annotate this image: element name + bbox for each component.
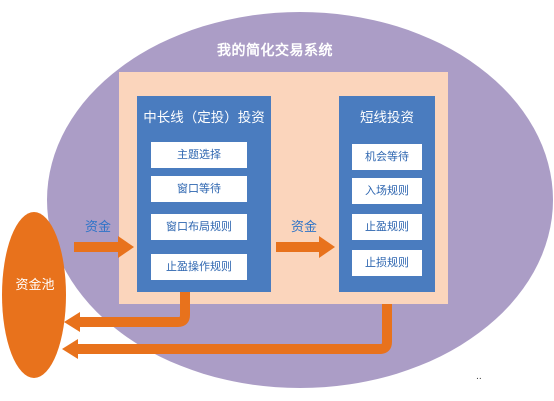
short-term-title: 短线投资 <box>360 110 414 126</box>
system-title: 我的简化交易系统 <box>217 43 333 59</box>
short-term-return-arrow <box>62 304 392 359</box>
capital-inflow-label: 资金 <box>84 220 111 235</box>
capital-pool-label: 资金池 <box>15 278 55 293</box>
capital-transfer-arrow <box>276 236 335 258</box>
long-term-item-topic-selection: 主题选择 <box>151 142 247 168</box>
short-term-item-stop-loss-rules: 止损规则 <box>352 250 422 276</box>
long-term-item-window-wait: 窗口等待 <box>151 176 247 202</box>
long-term-panel: 中长线（定投）投资 主题选择 窗口等待 窗口布局规则 止盈操作规则 <box>137 96 271 292</box>
long-term-item-take-profit-rules: 止盈操作规则 <box>151 254 247 280</box>
long-term-item-window-layout-rules: 窗口布局规则 <box>151 214 247 240</box>
short-term-item-take-profit-rules: 止盈规则 <box>352 214 422 240</box>
short-term-panel: 短线投资 机会等待 入场规则 止盈规则 止损规则 <box>339 96 435 292</box>
capital-inflow-arrow <box>74 236 134 258</box>
corner-mark: .. <box>476 372 482 382</box>
capital-pool <box>2 212 66 378</box>
long-term-return-arrow <box>64 292 190 332</box>
short-term-item-entry-rules: 入场规则 <box>352 178 422 204</box>
capital-transfer-label: 资金 <box>290 220 317 235</box>
short-term-item-opportunity-wait: 机会等待 <box>352 144 422 170</box>
long-term-title: 中长线（定投）投资 <box>143 110 265 126</box>
